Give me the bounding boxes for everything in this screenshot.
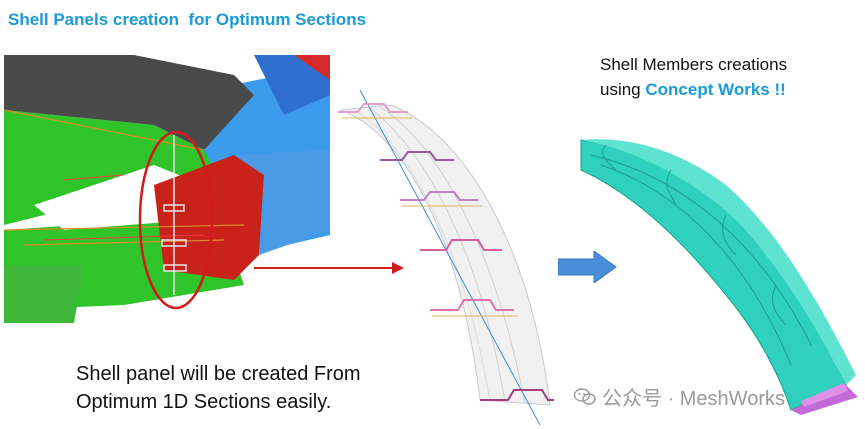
right-caption-line2: using Concept Works !! [600, 77, 787, 102]
section-wireframe-image [338, 90, 554, 425]
watermark-text: 公众号 · MeshWorks [602, 388, 785, 410]
bottom-caption-line2: Optimum 1D Sections easily. [76, 391, 332, 413]
right-caption-prefix: using [600, 80, 646, 99]
right-caption: Shell Members creations using Concept Wo… [600, 52, 787, 102]
red-arrow-icon [254, 262, 404, 274]
shell-member-image [580, 139, 858, 415]
concept-works-label: Concept Works !! [645, 80, 786, 99]
right-caption-line1: Shell Members creations [600, 55, 788, 74]
wechat-icon [574, 387, 596, 405]
page-title: Shell Panels creation for Optimum Sectio… [8, 10, 367, 29]
blue-arrow-icon [558, 251, 617, 283]
watermark: 公众号 · MeshWorks [574, 382, 785, 411]
bottom-caption: Shell panel will be created From Optimum… [76, 360, 361, 416]
cad-panel-image [4, 55, 330, 323]
bottom-caption-line1: Shell panel will be created From [76, 363, 361, 385]
